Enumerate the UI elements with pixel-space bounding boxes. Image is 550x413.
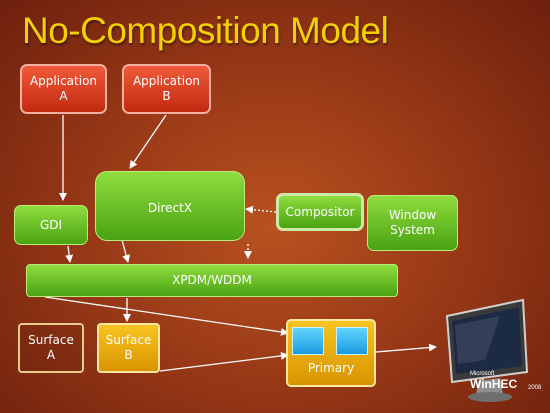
window-system-box: Window System xyxy=(367,195,458,251)
arrow-xpdm-primary xyxy=(44,296,289,336)
compositor-box: Compositor xyxy=(276,193,364,231)
slide-title: No-Composition Model xyxy=(22,10,389,51)
application-b-box: Application B xyxy=(122,64,211,114)
surface-b-box: Surface B xyxy=(97,323,160,373)
monitor-icon xyxy=(445,298,529,402)
arrow-surfaceb-primary xyxy=(159,351,289,372)
directx-box: DirectX xyxy=(95,171,245,241)
arrow-directx-xpdm xyxy=(121,239,131,263)
xpdm-wddm-bar: XPDM/WDDM xyxy=(26,264,398,297)
arrow-primary-monitor xyxy=(375,343,437,353)
arrow-compositor-directx xyxy=(245,205,277,214)
primary-label: Primary xyxy=(307,361,355,375)
surface-a-box: Surface A xyxy=(18,323,84,373)
arrow-appb-directx xyxy=(129,114,167,169)
winhec-logo: Microsoft WinHEC 2008 xyxy=(470,371,542,391)
primary-tile-right xyxy=(336,327,368,355)
primary-box: Primary xyxy=(286,319,376,387)
primary-tile-left xyxy=(292,327,324,355)
gdi-box: GDI xyxy=(14,205,88,245)
arrow-gdi-xpdm xyxy=(65,245,74,263)
application-a-box: Application A xyxy=(20,64,107,114)
